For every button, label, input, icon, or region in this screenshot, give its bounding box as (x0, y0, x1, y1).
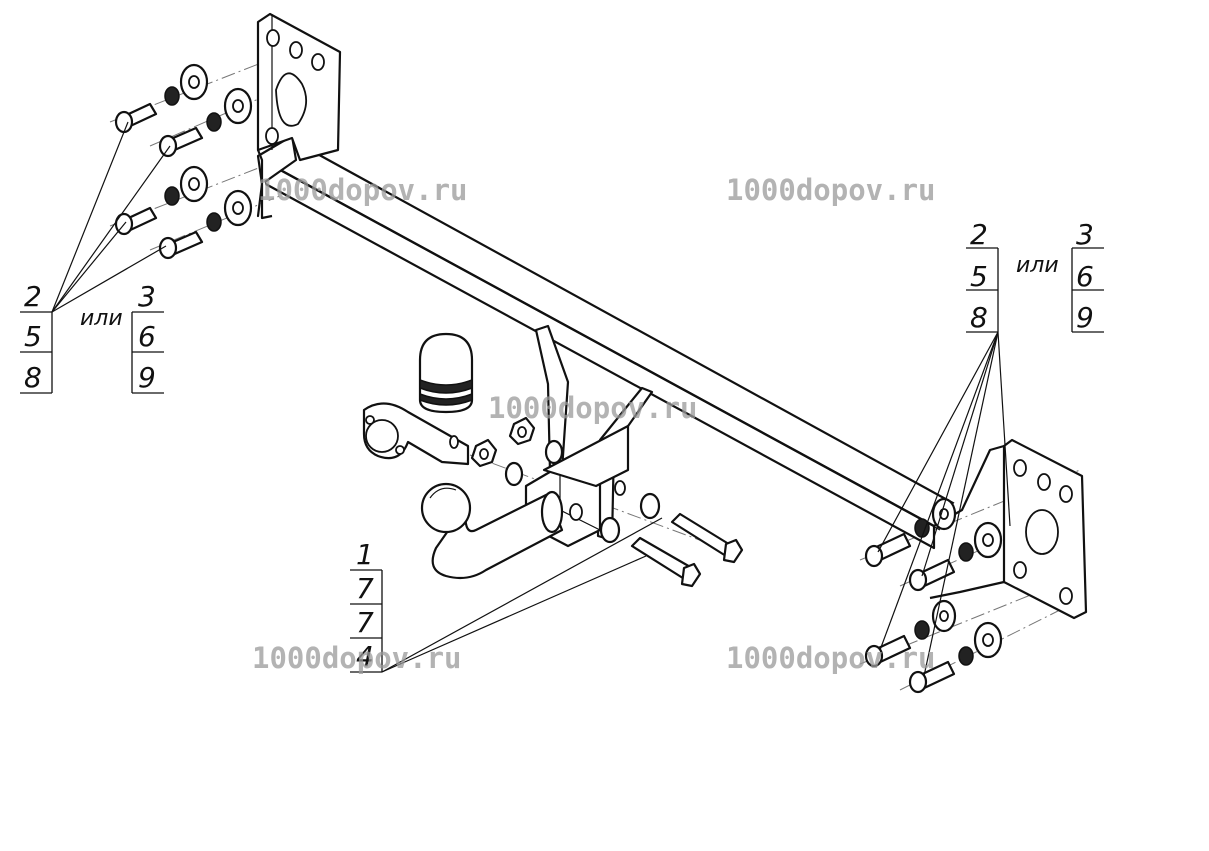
callout-right-primary-2: 5 (970, 260, 988, 293)
left-bolt-3 (114, 206, 158, 236)
left-fasteners (114, 63, 253, 260)
watermarks: 1000dopov.ru 1000dopov.ru 1000dopov.ru 1… (252, 173, 936, 675)
callout-right: 2 5 8 или 3 6 9 (966, 218, 1104, 334)
right-bolt-1 (864, 532, 912, 568)
left-bolt-1 (114, 102, 158, 134)
leader-lines (51, 121, 1011, 677)
right-bracket (929, 438, 1088, 620)
callout-left-primary-3: 8 (24, 361, 42, 394)
callout-right-alternate-3: 9 (1076, 301, 1094, 334)
watermark-4: 1000dopov.ru (252, 641, 462, 675)
hitch-plates (524, 324, 654, 548)
callout-ball-2: 7 (356, 572, 374, 605)
watermark-2: 1000dopov.ru (726, 173, 936, 207)
callout-left: 2 5 8 или 3 6 9 (20, 280, 164, 394)
callout-right-alternate-2: 6 (1076, 260, 1094, 293)
ball-nuts (470, 416, 661, 544)
callout-right-primary-1: 2 (970, 218, 988, 251)
callout-right-primary-3: 8 (970, 301, 988, 334)
left-bolt-4 (158, 230, 204, 260)
callout-ball-4: 4 (356, 640, 374, 673)
callout-ball-1: 1 (356, 538, 374, 571)
callout-ball: 1 7 7 4 (350, 538, 383, 673)
center-lines (109, 39, 1081, 691)
callout-left-alternate-2: 6 (138, 320, 156, 353)
ball-cap (418, 332, 474, 414)
left-bracket (256, 12, 342, 220)
watermark-1: 1000dopov.ru (258, 173, 468, 207)
right-fasteners (864, 497, 1003, 694)
watermark-5: 1000dopov.ru (726, 641, 936, 675)
callout-left-primary-2: 5 (24, 320, 42, 353)
callout-right-alternate-1: 3 (1076, 218, 1094, 251)
callout-left-alternate-1: 3 (138, 280, 156, 313)
right-bolt-4 (908, 660, 956, 694)
callout-left-separator: или (80, 306, 123, 331)
callout-left-primary-1: 2 (24, 280, 42, 313)
callout-ball-3: 7 (356, 606, 374, 639)
right-bolt-3 (864, 634, 912, 668)
socket-bracket (362, 402, 470, 466)
ball-bolts (630, 512, 744, 588)
callout-left-alternate-3: 9 (138, 361, 156, 394)
callout-right-separator: или (1016, 253, 1059, 278)
tow-ball (420, 482, 564, 580)
left-bolt-2 (158, 126, 204, 158)
watermark-3: 1000dopov.ru (488, 391, 698, 425)
